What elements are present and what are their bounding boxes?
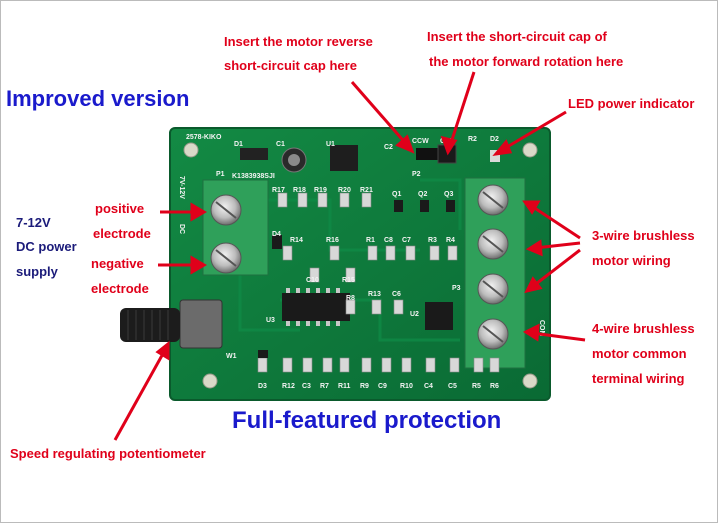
silk-ref-c9: C9 xyxy=(378,383,387,390)
arrow-reverse xyxy=(350,81,410,147)
callout-positive-line2: electrode xyxy=(93,226,151,241)
silk-dc: DC xyxy=(178,224,185,234)
silk-ref-r2: R2 xyxy=(468,136,477,143)
silk-ref-c1: C1 xyxy=(276,141,285,148)
ic-u2 xyxy=(425,302,453,330)
silk-ref-c8: C8 xyxy=(384,237,393,244)
potentiometer-body xyxy=(179,299,223,349)
silk-ref-q2: Q2 xyxy=(418,191,427,198)
silk-ref-c10: C10 xyxy=(306,277,319,284)
arrow-3wire-b xyxy=(534,241,581,250)
silk-voltage: 7V-12V xyxy=(178,176,185,199)
silk-ref-r17: R17 xyxy=(272,187,285,194)
silk-ref-u3: U3 xyxy=(266,317,275,324)
silk-ref-c6: C6 xyxy=(392,291,401,298)
silk-ref-r7: R7 xyxy=(320,383,329,390)
silk-ref-c5: C5 xyxy=(448,383,457,390)
silk-ref-d4: D4 xyxy=(272,231,281,238)
silk-ref-r19: R19 xyxy=(314,187,327,194)
silk-ref-r8: R8 xyxy=(346,295,355,302)
arrow-3wire-a xyxy=(529,203,581,240)
voltage-regulator xyxy=(330,145,358,171)
silk-ref-c2: C2 xyxy=(384,144,393,151)
mount-hole xyxy=(183,142,199,158)
mount-hole xyxy=(202,373,218,389)
silk-board-code: 2578-KIKO xyxy=(186,134,222,141)
silk-ref-q3: Q3 xyxy=(444,191,453,198)
callout-forward-line1: Insert the short-circuit cap of xyxy=(427,29,607,44)
silk-ref-r15: R15 xyxy=(342,277,355,284)
callout-reverse-line1: Insert the motor reverse xyxy=(224,34,373,49)
silk-ref-r13: R13 xyxy=(368,291,381,298)
mount-hole xyxy=(522,142,538,158)
silk-ref-r18: R18 xyxy=(293,187,306,194)
silk-ref-r21: R21 xyxy=(360,187,373,194)
callout-4wire-line1: 4-wire brushless xyxy=(592,321,695,336)
callout-3wire-line2: motor wiring xyxy=(592,253,671,268)
headline-full-featured-protection: Full-featured protection xyxy=(232,407,502,434)
silk-ref-r14: R14 xyxy=(290,237,303,244)
silk-ref-c3: C3 xyxy=(302,383,311,390)
callout-negative-line2: electrode xyxy=(91,281,149,296)
callout-3wire-line1: 3-wire brushless xyxy=(592,228,695,243)
silk-ref-p1: P1 xyxy=(216,171,225,178)
silk-ref-u2: U2 xyxy=(410,311,419,318)
callout-supply-line3: supply xyxy=(16,264,58,279)
callout-forward-line2: the motor forward rotation here xyxy=(429,54,624,69)
mount-hole xyxy=(522,373,538,389)
silk-ref-r10: R10 xyxy=(400,383,413,390)
silk-ref-d1: D1 xyxy=(234,141,243,148)
headline-improved-version: Improved version xyxy=(6,86,190,111)
silk-ref-p3: P3 xyxy=(452,285,461,292)
silk-ref-r5: R5 xyxy=(472,383,481,390)
arrow-forward xyxy=(448,71,476,147)
callout-negative-line1: negative xyxy=(91,256,144,271)
arrow-4wire xyxy=(531,331,586,342)
callout-supply-line2: DC power xyxy=(16,239,77,254)
arrow-3wire-c xyxy=(531,248,581,289)
silk-ref-q1: Q1 xyxy=(392,191,401,198)
callout-4wire-line2: motor common xyxy=(592,346,687,361)
motor-terminal-blocks xyxy=(464,177,526,369)
silk-ref-r6: R6 xyxy=(490,383,499,390)
silk-ref-d3: D3 xyxy=(258,383,267,390)
silk-ref-r16: R16 xyxy=(326,237,339,244)
silk-ccw: CCW xyxy=(412,138,429,145)
silk-ref-r9: R9 xyxy=(360,383,369,390)
ic-u3 xyxy=(282,293,350,321)
silk-ref-c7: C7 xyxy=(402,237,411,244)
potentiometer-knob xyxy=(120,308,180,342)
callout-potentiometer: Speed regulating potentiometer xyxy=(10,446,206,461)
callout-reverse-line2: short-circuit cap here xyxy=(224,58,357,73)
arrow-led xyxy=(501,110,567,152)
silk-serial: K1383938SJI xyxy=(232,173,275,180)
callout-4wire-line3: terminal wiring xyxy=(592,371,685,386)
silk-com: COM xyxy=(538,320,545,337)
silk-ref-p2: P2 xyxy=(412,171,421,178)
callout-led: LED power indicator xyxy=(568,96,695,111)
silk-ref-u1: U1 xyxy=(326,141,335,148)
silk-ref-w1: W1 xyxy=(226,353,237,360)
silk-ref-c4: C4 xyxy=(424,383,433,390)
arrow-potentiometer xyxy=(113,349,167,441)
power-led xyxy=(490,150,500,162)
silk-ref-r1: R1 xyxy=(366,237,375,244)
silk-ref-d2: D2 xyxy=(490,136,499,143)
callout-supply-line1: 7-12V xyxy=(16,215,51,230)
silk-ref-r3: R3 xyxy=(428,237,437,244)
silk-ref-r4: R4 xyxy=(446,237,455,244)
silk-ref-r12: R12 xyxy=(282,383,295,390)
silk-ref-r11: R11 xyxy=(338,383,351,390)
silk-ref-r20: R20 xyxy=(338,187,351,194)
diode xyxy=(240,148,268,160)
callout-positive-line1: positive xyxy=(95,201,145,216)
